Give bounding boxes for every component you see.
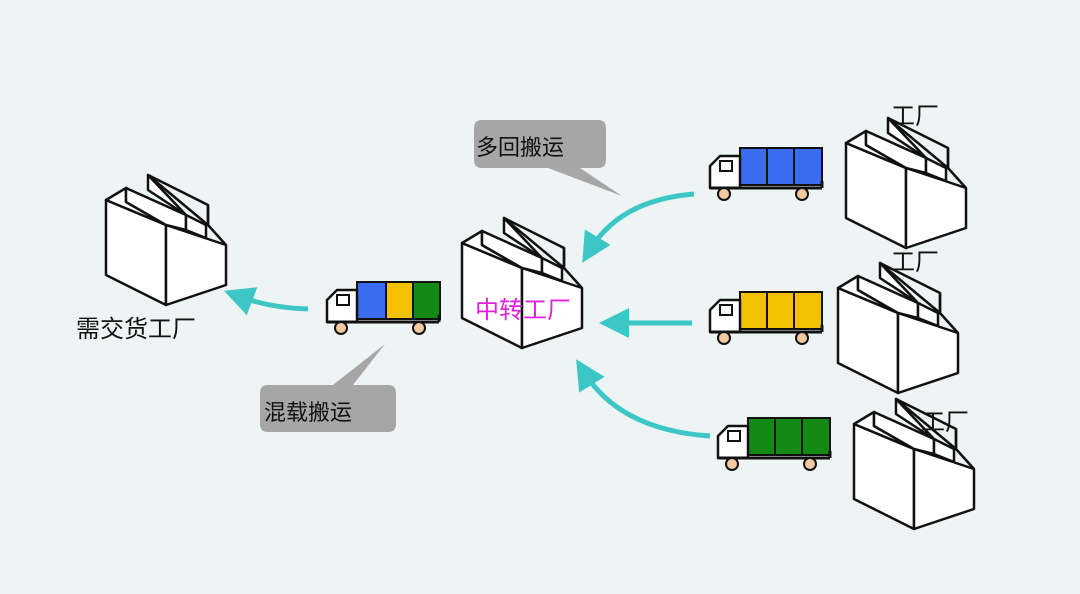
destination-factory-label: 需交货工厂: [76, 315, 196, 343]
green-cargo-truck-icon: [716, 417, 832, 472]
hub-factory-icon: [460, 216, 584, 350]
blue-cargo-truck-icon: [708, 147, 824, 202]
callout-milk-run: 多回搬运: [474, 120, 622, 196]
source-factory-2-label: 工厂: [891, 248, 939, 276]
arrow-hub-to-destination: [223, 287, 309, 316]
arrow-source3-to-hub: [576, 359, 711, 439]
source-factory-1-label: 工厂: [891, 102, 939, 130]
arrow-source1-to-hub: [582, 191, 695, 263]
cargo-blue: [356, 281, 387, 320]
cargo-green: [412, 281, 441, 320]
callout-mixed-load: 混载搬运: [260, 344, 396, 432]
source-factory-2-icon: [836, 261, 960, 395]
source-factory-3-label: 工厂: [921, 408, 969, 436]
destination-factory-icon: [104, 173, 228, 307]
callout-mixed-load-label: 混载搬运: [264, 401, 352, 426]
source-factory-1-icon: [844, 116, 968, 250]
cargo-yellow: [385, 281, 414, 320]
hub-factory-label: 中转工厂: [475, 296, 571, 324]
callout-milk-run-label: 多回搬运: [476, 136, 564, 161]
yellow-cargo-truck-icon: [708, 291, 824, 346]
mixed-load-truck-icon: [325, 281, 441, 336]
